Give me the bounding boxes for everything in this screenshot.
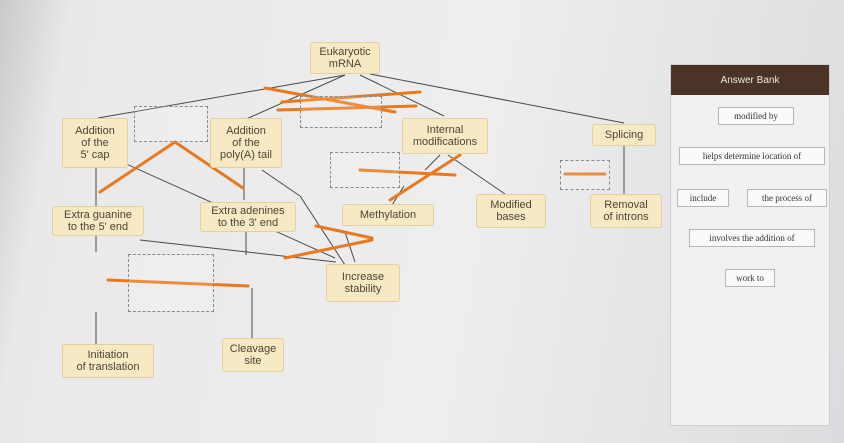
node-internal-modifications: Internal modifications: [402, 118, 488, 154]
node-cleavage-site: Cleavage site: [222, 338, 284, 372]
node-removal-of-introns: Removal of introns: [590, 194, 662, 228]
answer-bank-panel: Answer Bank modified by helps determine …: [670, 64, 830, 426]
answer-bank-title: Answer Bank: [671, 65, 829, 95]
blank-box-2[interactable]: [134, 106, 208, 142]
answer-chip-involves-the-addition-of[interactable]: involves the addition of: [689, 229, 815, 247]
node-increase-stability: Increase stability: [326, 264, 400, 302]
node-initiation-of-translation: Initiation of translation: [62, 344, 154, 378]
node-modified-bases: Modified bases: [476, 194, 546, 228]
answer-chip-work-to[interactable]: work to: [725, 269, 775, 287]
answer-chip-the-process-of[interactable]: the process of: [747, 189, 827, 207]
node-splicing: Splicing: [592, 124, 656, 146]
node-extra-guanine: Extra guanine to the 5' end: [52, 206, 144, 236]
answer-chip-include[interactable]: include: [677, 189, 729, 207]
blank-box-3[interactable]: [330, 152, 400, 188]
answer-chip-modified-by[interactable]: modified by: [718, 107, 794, 125]
node-eukaryotic-mrna: Eukaryotic mRNA: [310, 42, 380, 74]
blank-box-5[interactable]: [128, 254, 214, 312]
node-addition-poly-a-tail: Addition of the poly(A) tail: [210, 118, 282, 168]
node-addition-5-cap: Addition of the 5' cap: [62, 118, 128, 168]
blank-box-4[interactable]: [560, 160, 610, 190]
node-extra-adenines: Extra adenines to the 3' end: [200, 202, 296, 232]
blank-box-1[interactable]: [300, 96, 382, 128]
answer-chip-helps-determine-location-of[interactable]: helps determine location of: [679, 147, 825, 165]
node-methylation: Methylation: [342, 204, 434, 226]
